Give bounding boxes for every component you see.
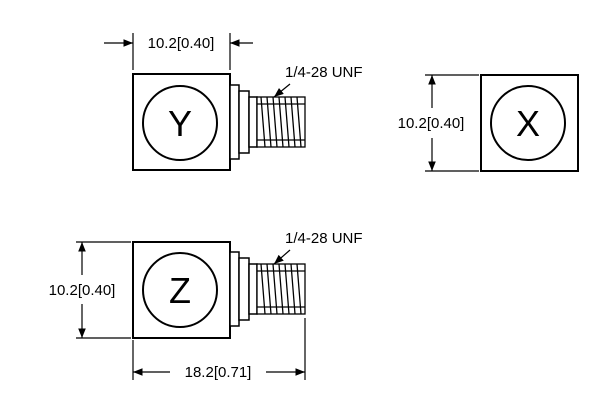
width-dimension-label: 10.2[0.40] — [148, 35, 215, 52]
overall-length-dimension: 18.2[0.71] — [132, 318, 306, 381]
sensor-y-circle — [142, 85, 218, 161]
sensor-y-axis-label: Y — [168, 103, 192, 144]
sensor-z-connector — [229, 251, 258, 327]
sensor-x-height-dimension: 10.2[0.40] — [398, 74, 479, 172]
sensor-z-circle — [142, 252, 218, 328]
sensor-y: Y 10.2[0.40] 1/4-28 UNF — [104, 33, 363, 171]
sensor-x: X 10.2[0.40] — [398, 74, 579, 172]
sensor-y-width-dimension: 10.2[0.40] — [104, 33, 253, 70]
height-dimension-label-z: 10.2[0.40] — [49, 282, 116, 299]
sensor-z-thread — [256, 263, 306, 315]
thread-label-top: 1/4-28 UNF — [285, 64, 363, 81]
overall-length-label: 18.2[0.71] — [185, 364, 252, 381]
sensor-z: Z 10.2[0.40] 18.2[0.71] 1 — [49, 230, 363, 381]
sensor-x-axis-label: X — [516, 103, 540, 144]
sensor-y-thread — [256, 96, 306, 148]
height-dimension-label-x: 10.2[0.40] — [398, 115, 465, 132]
sensor-x-circle — [490, 85, 566, 161]
thread-callout-top: 1/4-28 UNF — [273, 64, 363, 98]
sensor-z-axis-label: Z — [169, 270, 191, 311]
sensor-z-height-dimension: 10.2[0.40] — [49, 241, 131, 339]
thread-callout-bottom: 1/4-28 UNF — [273, 230, 363, 265]
thread-label-bottom: 1/4-28 UNF — [285, 230, 363, 247]
sensor-y-connector — [229, 84, 258, 160]
